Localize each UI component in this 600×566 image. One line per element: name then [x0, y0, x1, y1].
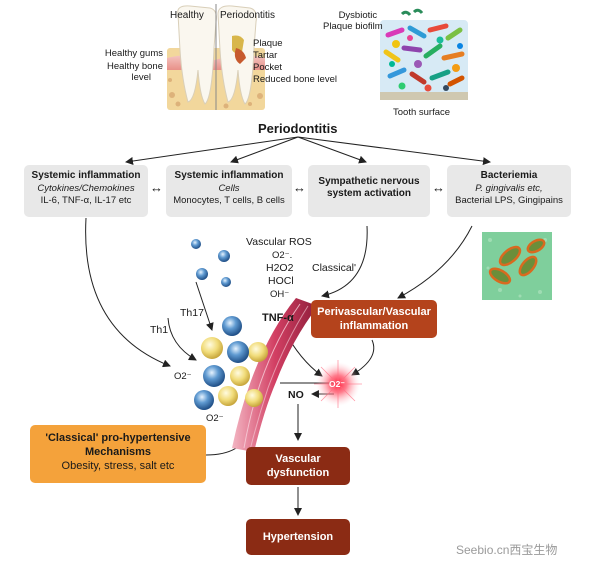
- label-healthy-gums: Healthy gums: [104, 48, 163, 59]
- double-arrow-1: ↔: [150, 180, 163, 195]
- box-systemic-cytokines: Systemic inflammation Cytokines/Chemokin…: [24, 165, 148, 217]
- label-plaque: Plaque: [253, 38, 283, 49]
- bacteria-micrograph: [482, 232, 552, 300]
- label-periodontitis-top: Periodontitis: [220, 10, 276, 21]
- watermark: Seebio.cn西宝生物: [456, 543, 558, 557]
- label-reduced-bone: Reduced bone level: [253, 74, 337, 85]
- biofilm-illustration: [380, 8, 468, 100]
- ros-title: Vascular ROS: [246, 236, 312, 248]
- box-vascular-dysfunction: Vascular dysfunction: [246, 447, 350, 485]
- label-tnf: TNF-α: [262, 312, 294, 324]
- ros-burst: [314, 360, 362, 408]
- label-o2-left: O2⁻: [174, 371, 192, 382]
- ros-h2o2: H2O2: [266, 262, 294, 274]
- immune-cells: [191, 239, 268, 410]
- title-arrows: [125, 136, 491, 166]
- label-pocket: Pocket: [253, 62, 283, 73]
- ros-o2: O2⁻.: [272, 250, 293, 261]
- label-classical-prime: Classical': [312, 262, 357, 274]
- double-arrow-3: ↔: [432, 180, 445, 195]
- label-healthy: Healthy: [170, 10, 204, 21]
- ros-hocl: HOCl: [268, 275, 294, 287]
- ros-oh: OH⁻: [270, 289, 290, 300]
- blood-vessel: [232, 298, 318, 452]
- box-classical-mechanisms: 'Classical' pro-hypertensive Mechanisms …: [30, 425, 206, 483]
- box-perivascular: Perivascular/Vascular inflammation: [311, 300, 437, 338]
- label-tooth-surface: Tooth surface: [393, 107, 451, 118]
- label-no: NO: [288, 389, 304, 401]
- tooth-illustration: [167, 4, 265, 110]
- label-th1: Th1: [150, 324, 169, 336]
- label-healthy-bone: Healthy bone level: [107, 61, 163, 83]
- label-dysbiotic: Dysbiotic Plaque biofilm: [323, 10, 383, 32]
- diagram-title: Periodontitis: [258, 121, 338, 136]
- double-arrow-2: ↔: [293, 180, 306, 195]
- box-systemic-cells: Systemic inflammation Cells Monocytes, T…: [166, 165, 292, 217]
- box-sympathetic: Sympathetic nervous system activation: [308, 165, 430, 217]
- label-o2-burst: O2⁻: [329, 379, 345, 389]
- flow-arrows: [85, 217, 473, 516]
- label-th17: Th17: [180, 307, 204, 319]
- label-o2-bottom: O2⁻: [206, 413, 224, 424]
- label-tartar: Tartar: [253, 50, 278, 61]
- box-hypertension: Hypertension: [246, 519, 350, 555]
- box-bacteriemia: Bacteriemia P. gingivalis etc, Bacterial…: [447, 165, 571, 217]
